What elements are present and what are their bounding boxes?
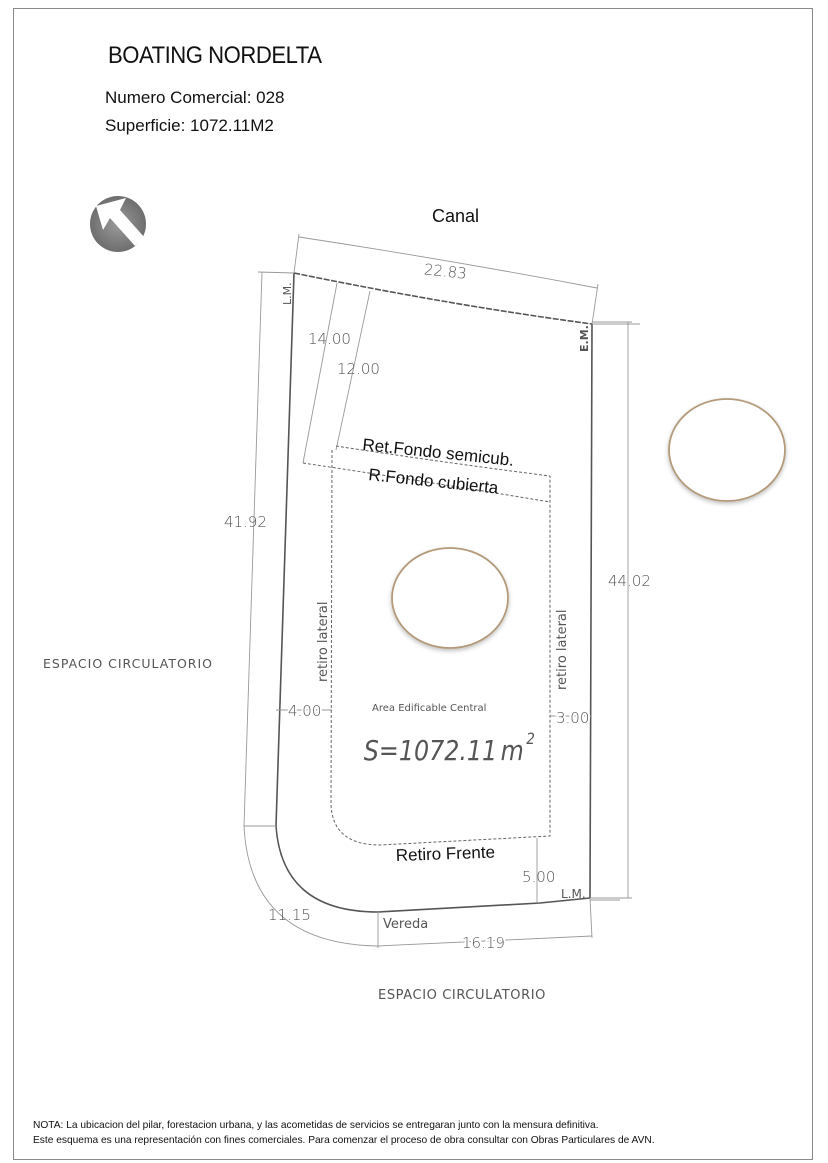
page-title: BOATING NORDELTA	[108, 42, 322, 69]
label-espacio-left: ESPACIO CIRCULATORIO	[43, 656, 213, 671]
north-arrow-icon	[90, 196, 146, 252]
lot-boundary	[275, 272, 593, 913]
dim-fondo-semicub: 14.00	[308, 330, 351, 348]
label-area-edificable: Area Edificable Central	[372, 703, 486, 714]
note-line-1: NOTA: La ubicacion del pilar, forestacio…	[33, 1120, 599, 1131]
label-retiro-lateral-right: retiro lateral	[555, 609, 570, 690]
label-ret-fondo-semicub: Ret.Fondo semicub.	[362, 435, 515, 470]
marker-lm-top: L.M.	[281, 282, 294, 305]
label-retiro-lateral-left: retiro lateral	[316, 601, 331, 682]
dim-bottom-front: 16.19	[462, 934, 505, 952]
setback-lines	[302, 445, 551, 846]
marker-ellipse-center	[391, 547, 509, 649]
label-vereda: Vereda	[383, 917, 428, 932]
dim-frente: 5.00	[522, 868, 555, 886]
label-espacio-bottom: ESPACIO CIRCULATORIO	[378, 988, 546, 1003]
marker-em-top: E.M.	[578, 325, 591, 352]
label-retiro-frente: Retiro Frente	[395, 843, 495, 865]
note-line-2: Este esquema es una representación con f…	[33, 1135, 655, 1146]
dim-left-side: 41.92	[224, 513, 267, 531]
marker-lm-bottom: L.M.	[561, 887, 586, 901]
canal-label: Canal	[432, 206, 479, 226]
marker-ellipse-right	[668, 398, 786, 502]
dim-lateral-right: 3.00	[556, 709, 589, 727]
dim-top-arc: 22.83	[423, 260, 468, 282]
page-frame	[13, 8, 813, 1160]
dim-corner-arc: 11.15	[268, 906, 311, 924]
dim-fondo-cubierta: 12.00	[337, 360, 380, 378]
label-r-fondo-cubierta: R.Fondo cubierta	[368, 465, 500, 498]
dim-right-side: 44.02	[608, 572, 651, 590]
superficie: Superficie: 1072.11M2	[105, 116, 274, 135]
dim-lateral-left: 4.00	[288, 702, 321, 720]
numero-comercial: Numero Comercial: 028	[105, 88, 285, 107]
dimension-lines	[243, 233, 640, 948]
